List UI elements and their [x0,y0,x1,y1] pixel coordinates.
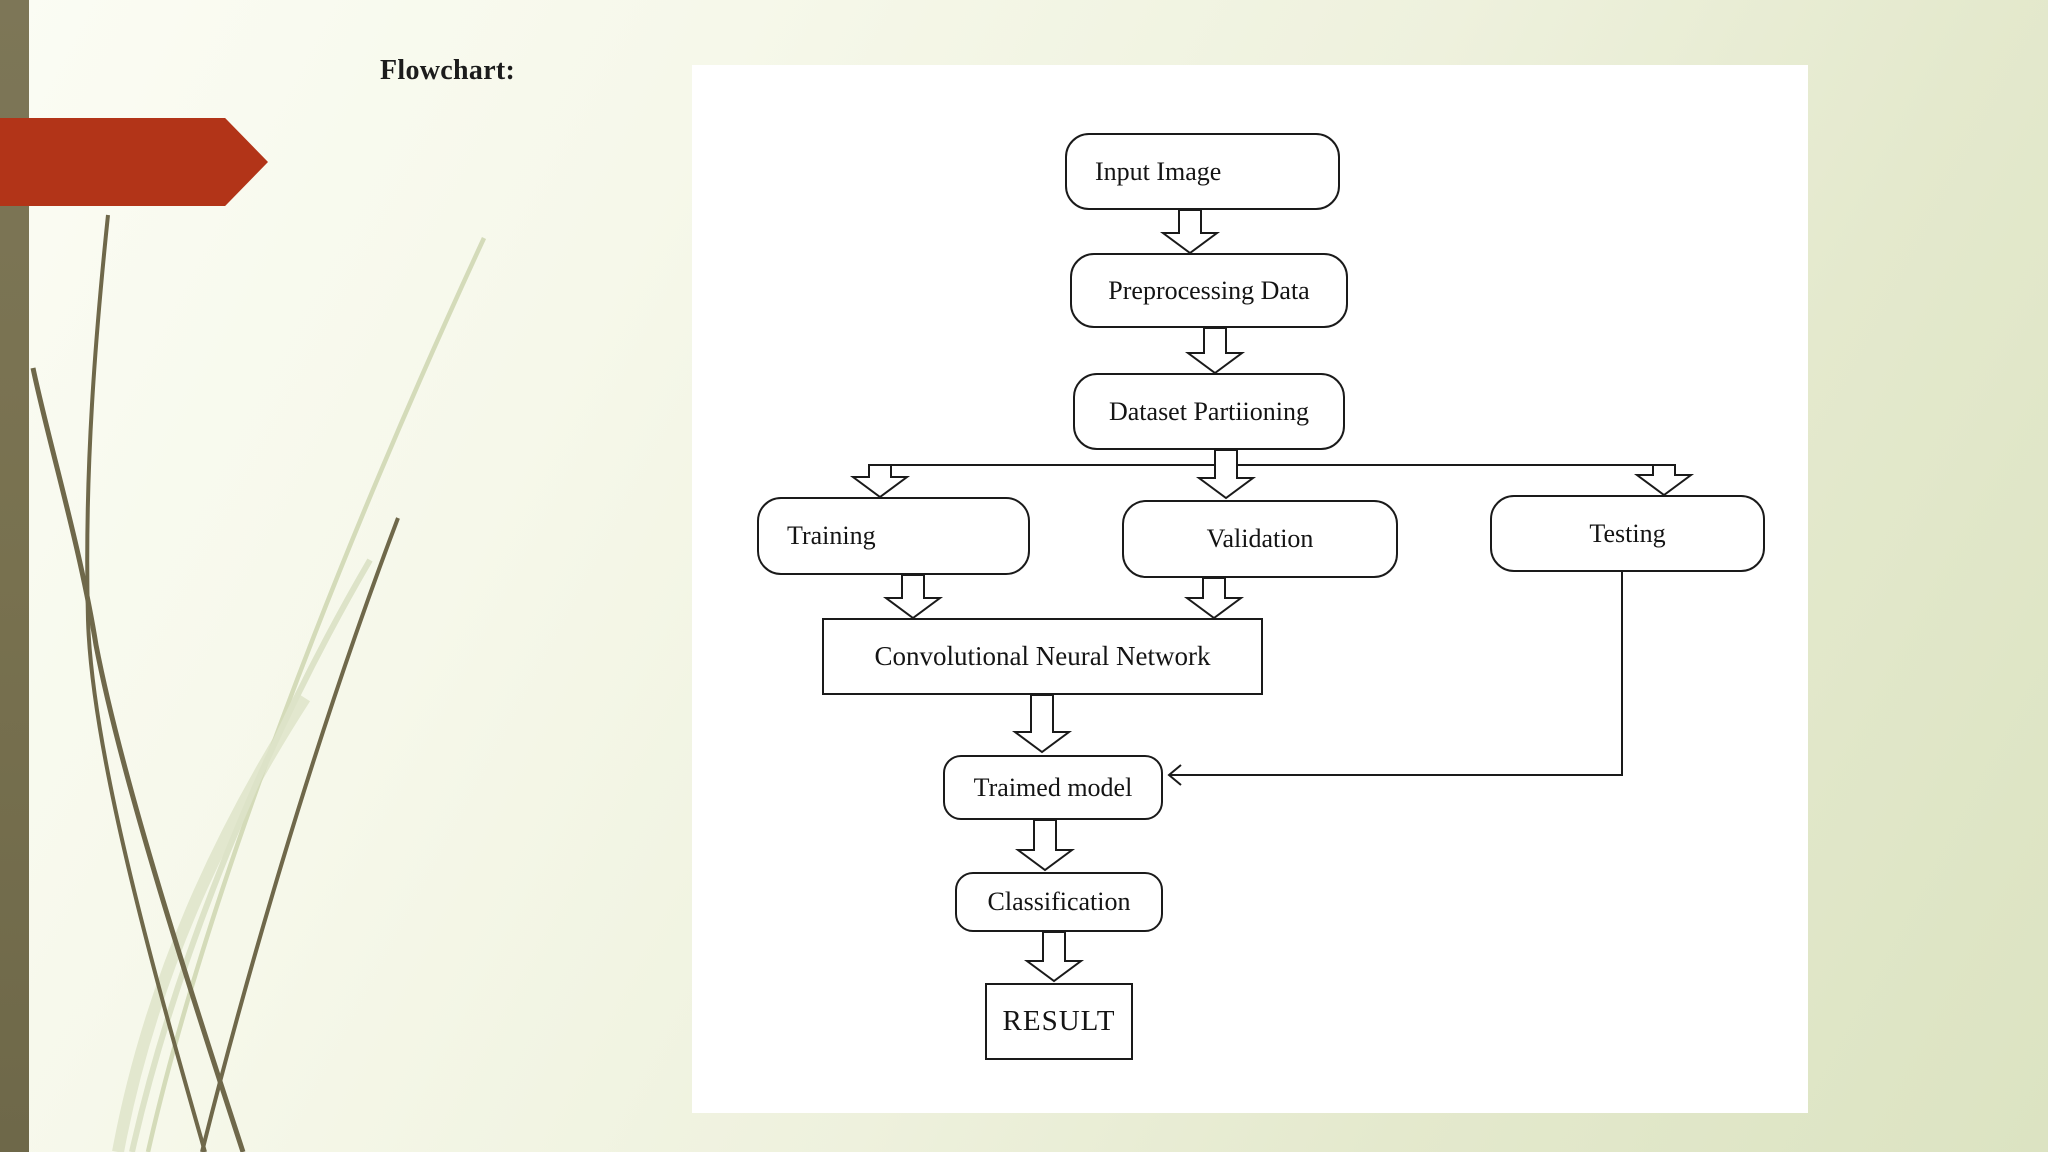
node-validation-label: Validation [1206,524,1314,554]
line-arrowhead [1167,764,1182,786]
node-classification: Classification [955,872,1163,932]
node-training-label: Training [787,521,876,551]
arrow-branch-to-testing [1633,464,1695,497]
node-dataset-partitioning-label: Dataset Partiioning [1108,396,1309,426]
grass-blade-light [145,237,487,1152]
flowchart-panel: Input Image Preprocessing Data Dataset P… [692,65,1808,1113]
slide-title: Flowchart: [380,55,516,86]
arrow-trained-to-classification [1014,819,1076,872]
testing-to-trained-line [1169,572,1623,776]
red-arrow-shape [0,118,268,206]
node-result-label: RESULT [1002,1004,1116,1037]
node-preprocessing-data-label: Preprocessing Data [1108,275,1310,305]
arrow-training-to-cnn [882,574,944,620]
node-cnn: Convolutional Neural Network [822,618,1263,695]
flowchart-connectors [849,209,1695,983]
node-testing: Testing [1490,495,1765,572]
node-dataset-partitioning: Dataset Partiioning [1073,373,1345,450]
arrow-preprocess-to-dataset [1184,327,1246,375]
node-cnn-label: Convolutional Neural Network [874,640,1211,671]
node-result: RESULT [985,983,1133,1060]
node-preprocessing-data: Preprocessing Data [1070,253,1348,328]
node-trained-model: Traimed model [943,755,1163,820]
node-classification-label: Classification [987,887,1131,917]
node-trained-model-label: Traimed model [973,772,1133,802]
arrow-input-to-preprocess [1159,209,1221,255]
arrow-validation-to-cnn [1183,577,1245,620]
node-input-image: Input Image [1065,133,1340,210]
grass-blade-light-2 [129,558,373,1152]
node-input-image-label: Input Image [1095,156,1222,186]
grass-blade-dark-3 [200,517,400,1152]
grass-blade-dark-2 [30,367,246,1152]
arrow-classification-to-result [1023,931,1085,983]
arrow-dataset-to-validation [1195,449,1257,500]
node-validation: Validation [1122,500,1398,578]
node-testing-label: Testing [1589,518,1666,548]
arrow-branch-to-training [849,464,911,499]
node-training: Training [757,497,1030,575]
grass-blade-dark-1 [85,214,207,1152]
arrow-cnn-to-trained [1011,694,1073,754]
